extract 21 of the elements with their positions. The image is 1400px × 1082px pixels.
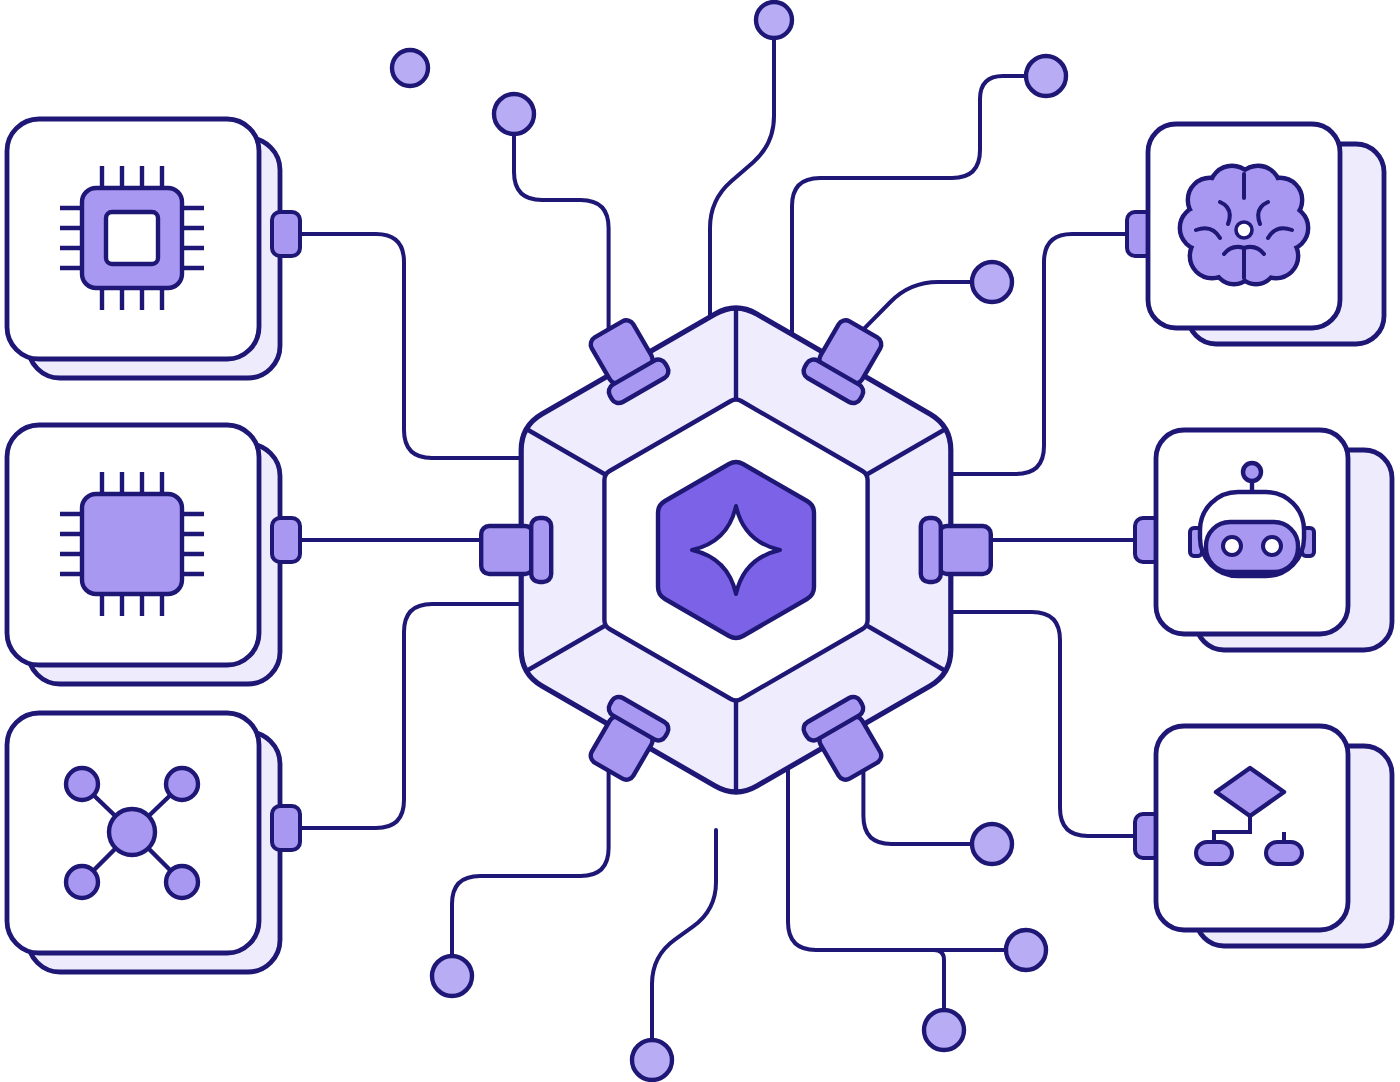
icon-tile <box>4 710 304 976</box>
endpoint-dot <box>968 258 1016 306</box>
endpoint-dot <box>968 820 1016 868</box>
connector-line <box>861 768 974 846</box>
connector-line <box>988 538 1136 542</box>
connector-line <box>708 36 776 319</box>
endpoint-dot <box>1002 926 1050 974</box>
connector-line <box>861 280 974 332</box>
endpoint-dot <box>388 46 432 90</box>
connector-line <box>298 538 484 542</box>
connector-line <box>650 828 718 1042</box>
endpoint-dot <box>428 952 476 1000</box>
endpoint-dot <box>490 90 538 138</box>
icon-tile <box>4 422 304 688</box>
connector-line <box>790 74 1028 337</box>
connector-line <box>450 768 611 958</box>
connector-line <box>922 948 946 1012</box>
endpoint-dot <box>1022 52 1070 100</box>
icon-tile <box>4 116 304 382</box>
endpoint-dot <box>920 1006 968 1054</box>
connector-line <box>512 132 611 332</box>
